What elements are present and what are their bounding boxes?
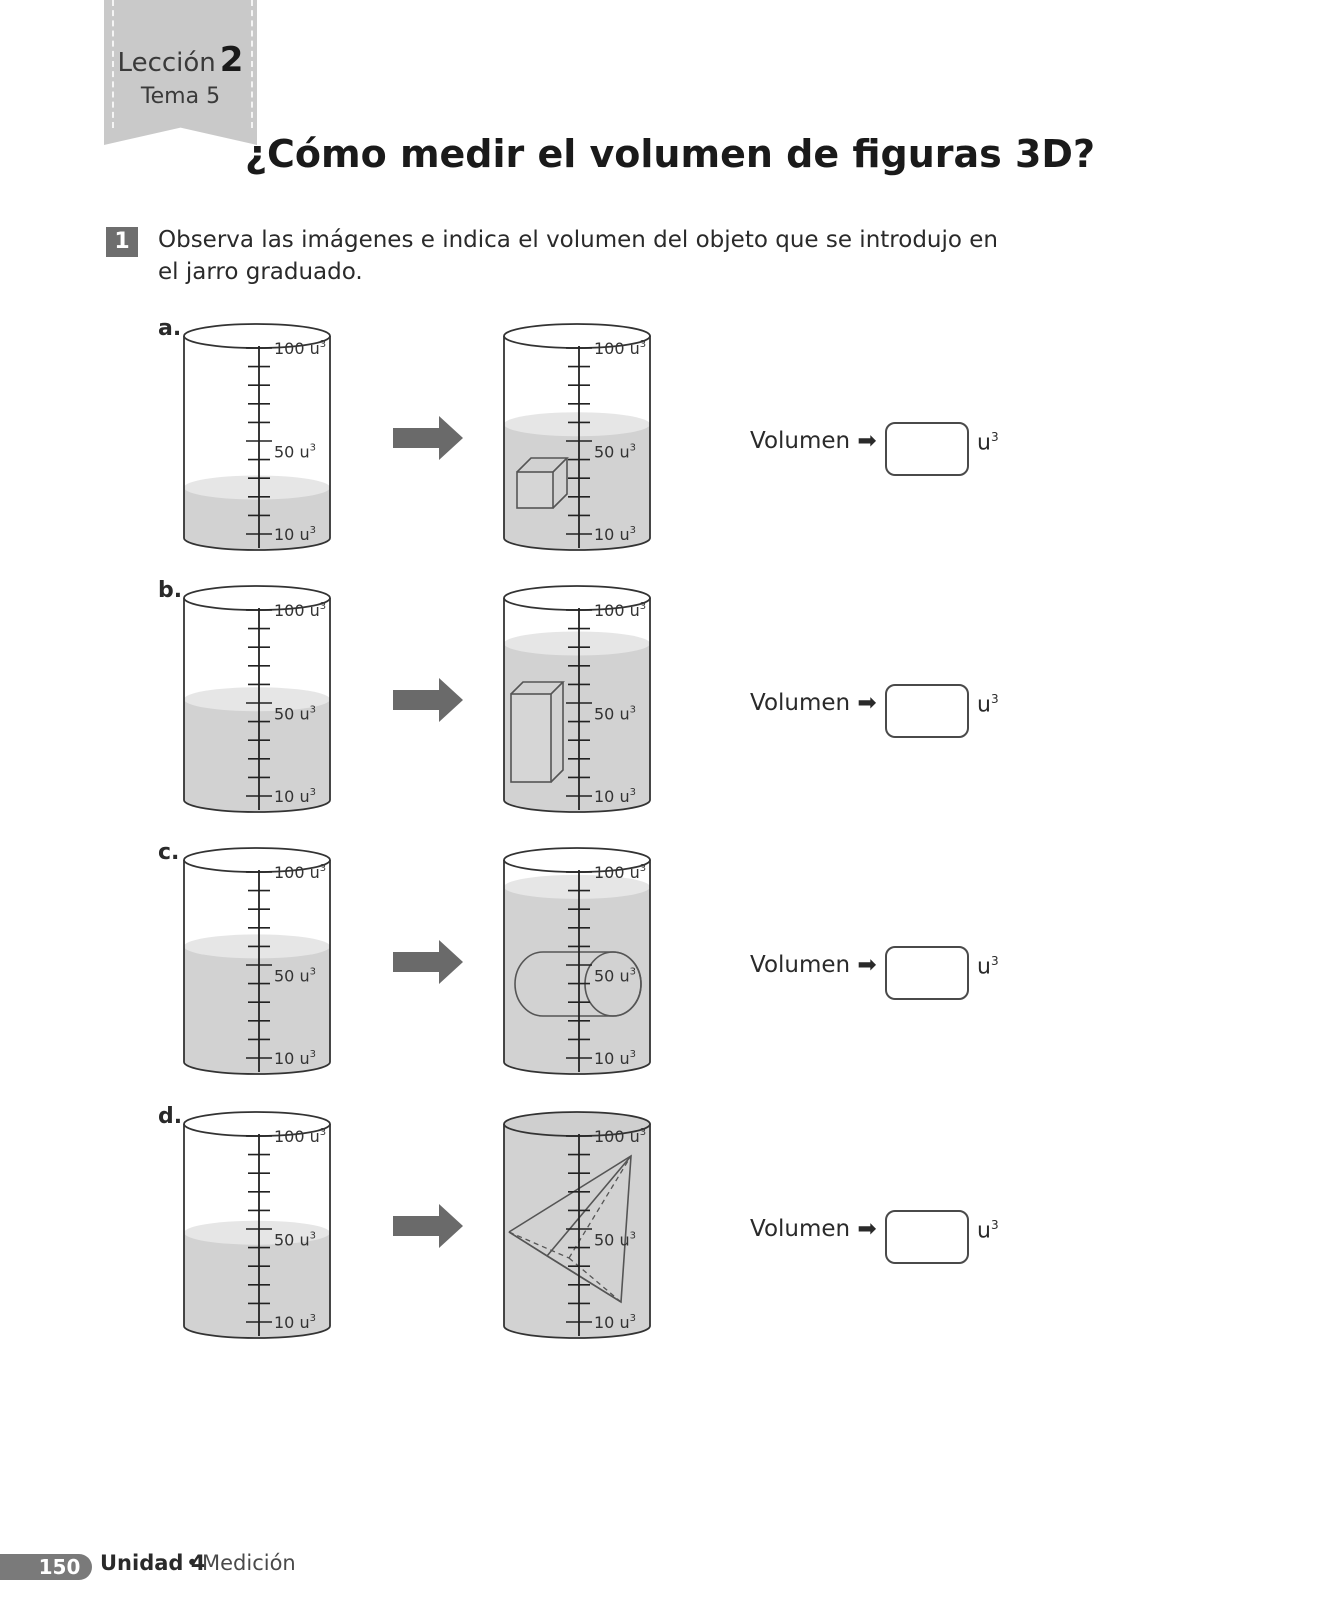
water: [184, 487, 330, 550]
scale-label-50: 50 u3: [594, 966, 636, 985]
pyramid-base-edge: [546, 1255, 622, 1303]
scale-label-50: 50 u3: [274, 442, 316, 461]
jar-after: 100 u3 50 u3 10 u3: [503, 323, 651, 551]
volume-label: Volumen ➡: [750, 690, 877, 716]
scale-label-10: 10 u3: [594, 525, 636, 544]
volume-answer-box[interactable]: [885, 1210, 969, 1264]
jar-after: 100 u3 50 u3 10 u3: [503, 1111, 651, 1339]
lesson-ribbon-stitching: [112, 0, 253, 128]
rectangular-prism-object: [510, 681, 565, 783]
jar-before: 100 u3 50 u3 10 u3: [183, 323, 331, 551]
item-letter: c.: [158, 840, 180, 865]
scale-label-100: 100 u3: [274, 601, 326, 620]
scale-label-10: 10 u3: [594, 1313, 636, 1332]
jar-bottom: [183, 537, 331, 551]
page-title: ¿Cómo medir el volumen de figuras 3D?: [244, 132, 1096, 176]
scale-label-10: 10 u3: [594, 1049, 636, 1068]
jar-bottom: [503, 537, 651, 551]
prism-side: [550, 682, 564, 783]
volume-unit: u3: [977, 430, 999, 456]
transition-arrow: [393, 940, 463, 984]
pyramid-edge: [546, 1155, 632, 1257]
cube-side: [552, 458, 568, 509]
water: [504, 424, 650, 550]
scale-label-100: 100 u3: [274, 1127, 326, 1146]
water-surface: [504, 412, 650, 437]
jar-bottom: [183, 1325, 331, 1339]
water-surface: [504, 631, 650, 656]
volume-unit: u3: [977, 954, 999, 980]
volume-unit: u3: [977, 1218, 999, 1244]
item-letter: b.: [158, 578, 183, 603]
transition-arrow: [393, 678, 463, 722]
pyramid-base-edge: [508, 1231, 548, 1257]
volume-answer-box[interactable]: [885, 422, 969, 476]
water-surface: [184, 1220, 330, 1245]
water-surface: [504, 874, 650, 899]
jar-bottom: [503, 799, 651, 813]
jar-bottom: [503, 1061, 651, 1075]
volume-unit: u3: [977, 692, 999, 718]
footer-separator: •: [186, 1551, 199, 1575]
jar-before: 100 u3 50 u3 10 u3: [183, 847, 331, 1075]
scale-label-50: 50 u3: [594, 442, 636, 461]
volume-answer-box[interactable]: [885, 946, 969, 1000]
exercise-number-badge: 1: [106, 227, 138, 257]
jar-bottom: [503, 1325, 651, 1339]
scale-label-50: 50 u3: [594, 704, 636, 723]
scale-label-100: 100 u3: [594, 863, 646, 882]
scale-label-10: 10 u3: [274, 525, 316, 544]
lesson-ribbon: [104, 0, 257, 145]
water-surface: [184, 475, 330, 500]
scale-label-100: 100 u3: [594, 339, 646, 358]
scale-label-100: 100 u3: [594, 1127, 646, 1146]
lesson-word: Lección: [117, 48, 216, 78]
lesson-number: 2: [219, 40, 244, 80]
scale-label-100: 100 u3: [594, 601, 646, 620]
jar-bottom: [183, 799, 331, 813]
topic-label: Tema 5: [140, 84, 221, 109]
pyramid-hidden-edge: [568, 1257, 622, 1303]
scale-label-10: 10 u3: [594, 787, 636, 806]
transition-arrow: [393, 1204, 463, 1248]
jar-before: 100 u3 50 u3 10 u3: [183, 585, 331, 813]
water-surface: [184, 687, 330, 712]
cube-object: [516, 457, 569, 509]
footer-topic: Medición: [202, 1551, 296, 1575]
transition-arrow: [393, 416, 463, 460]
prism-top: [510, 681, 565, 695]
pyramid-object: [508, 1154, 632, 1304]
jar-after: 100 u3 50 u3 10 u3: [503, 585, 651, 813]
jar-before: 100 u3 50 u3 10 u3: [183, 1111, 331, 1339]
scale-label-50: 50 u3: [274, 1230, 316, 1249]
pyramid-hidden-edge: [508, 1231, 570, 1259]
water: [184, 699, 330, 812]
item-letter: a.: [158, 316, 182, 341]
cube-top: [516, 457, 569, 473]
scale-label-10: 10 u3: [274, 787, 316, 806]
footer-page-tab: [0, 1554, 92, 1580]
item-letter: d.: [158, 1104, 183, 1129]
scale-label-100: 100 u3: [274, 339, 326, 358]
cube-front: [516, 471, 554, 509]
jar-after: 100 u3 50 u3 10 u3: [503, 847, 651, 1075]
scale-label-10: 10 u3: [274, 1313, 316, 1332]
exercise-instruction: Observa las imágenes e indica el volumen…: [158, 227, 998, 285]
volume-label: Volumen ➡: [750, 1216, 877, 1242]
scale-label-50: 50 u3: [274, 704, 316, 723]
volume-answer-box[interactable]: [885, 684, 969, 738]
water: [184, 946, 330, 1074]
page-number: 150: [38, 1555, 81, 1579]
volume-label: Volumen ➡: [750, 428, 877, 454]
scale-label-100: 100 u3: [274, 863, 326, 882]
prism-front: [510, 693, 552, 783]
footer-unit: Unidad 4: [100, 1551, 206, 1575]
scale-label-10: 10 u3: [274, 1049, 316, 1068]
jar-bottom: [183, 1061, 331, 1075]
scale-label-50: 50 u3: [594, 1230, 636, 1249]
scale-label-50: 50 u3: [274, 966, 316, 985]
volume-label: Volumen ➡: [750, 952, 877, 978]
